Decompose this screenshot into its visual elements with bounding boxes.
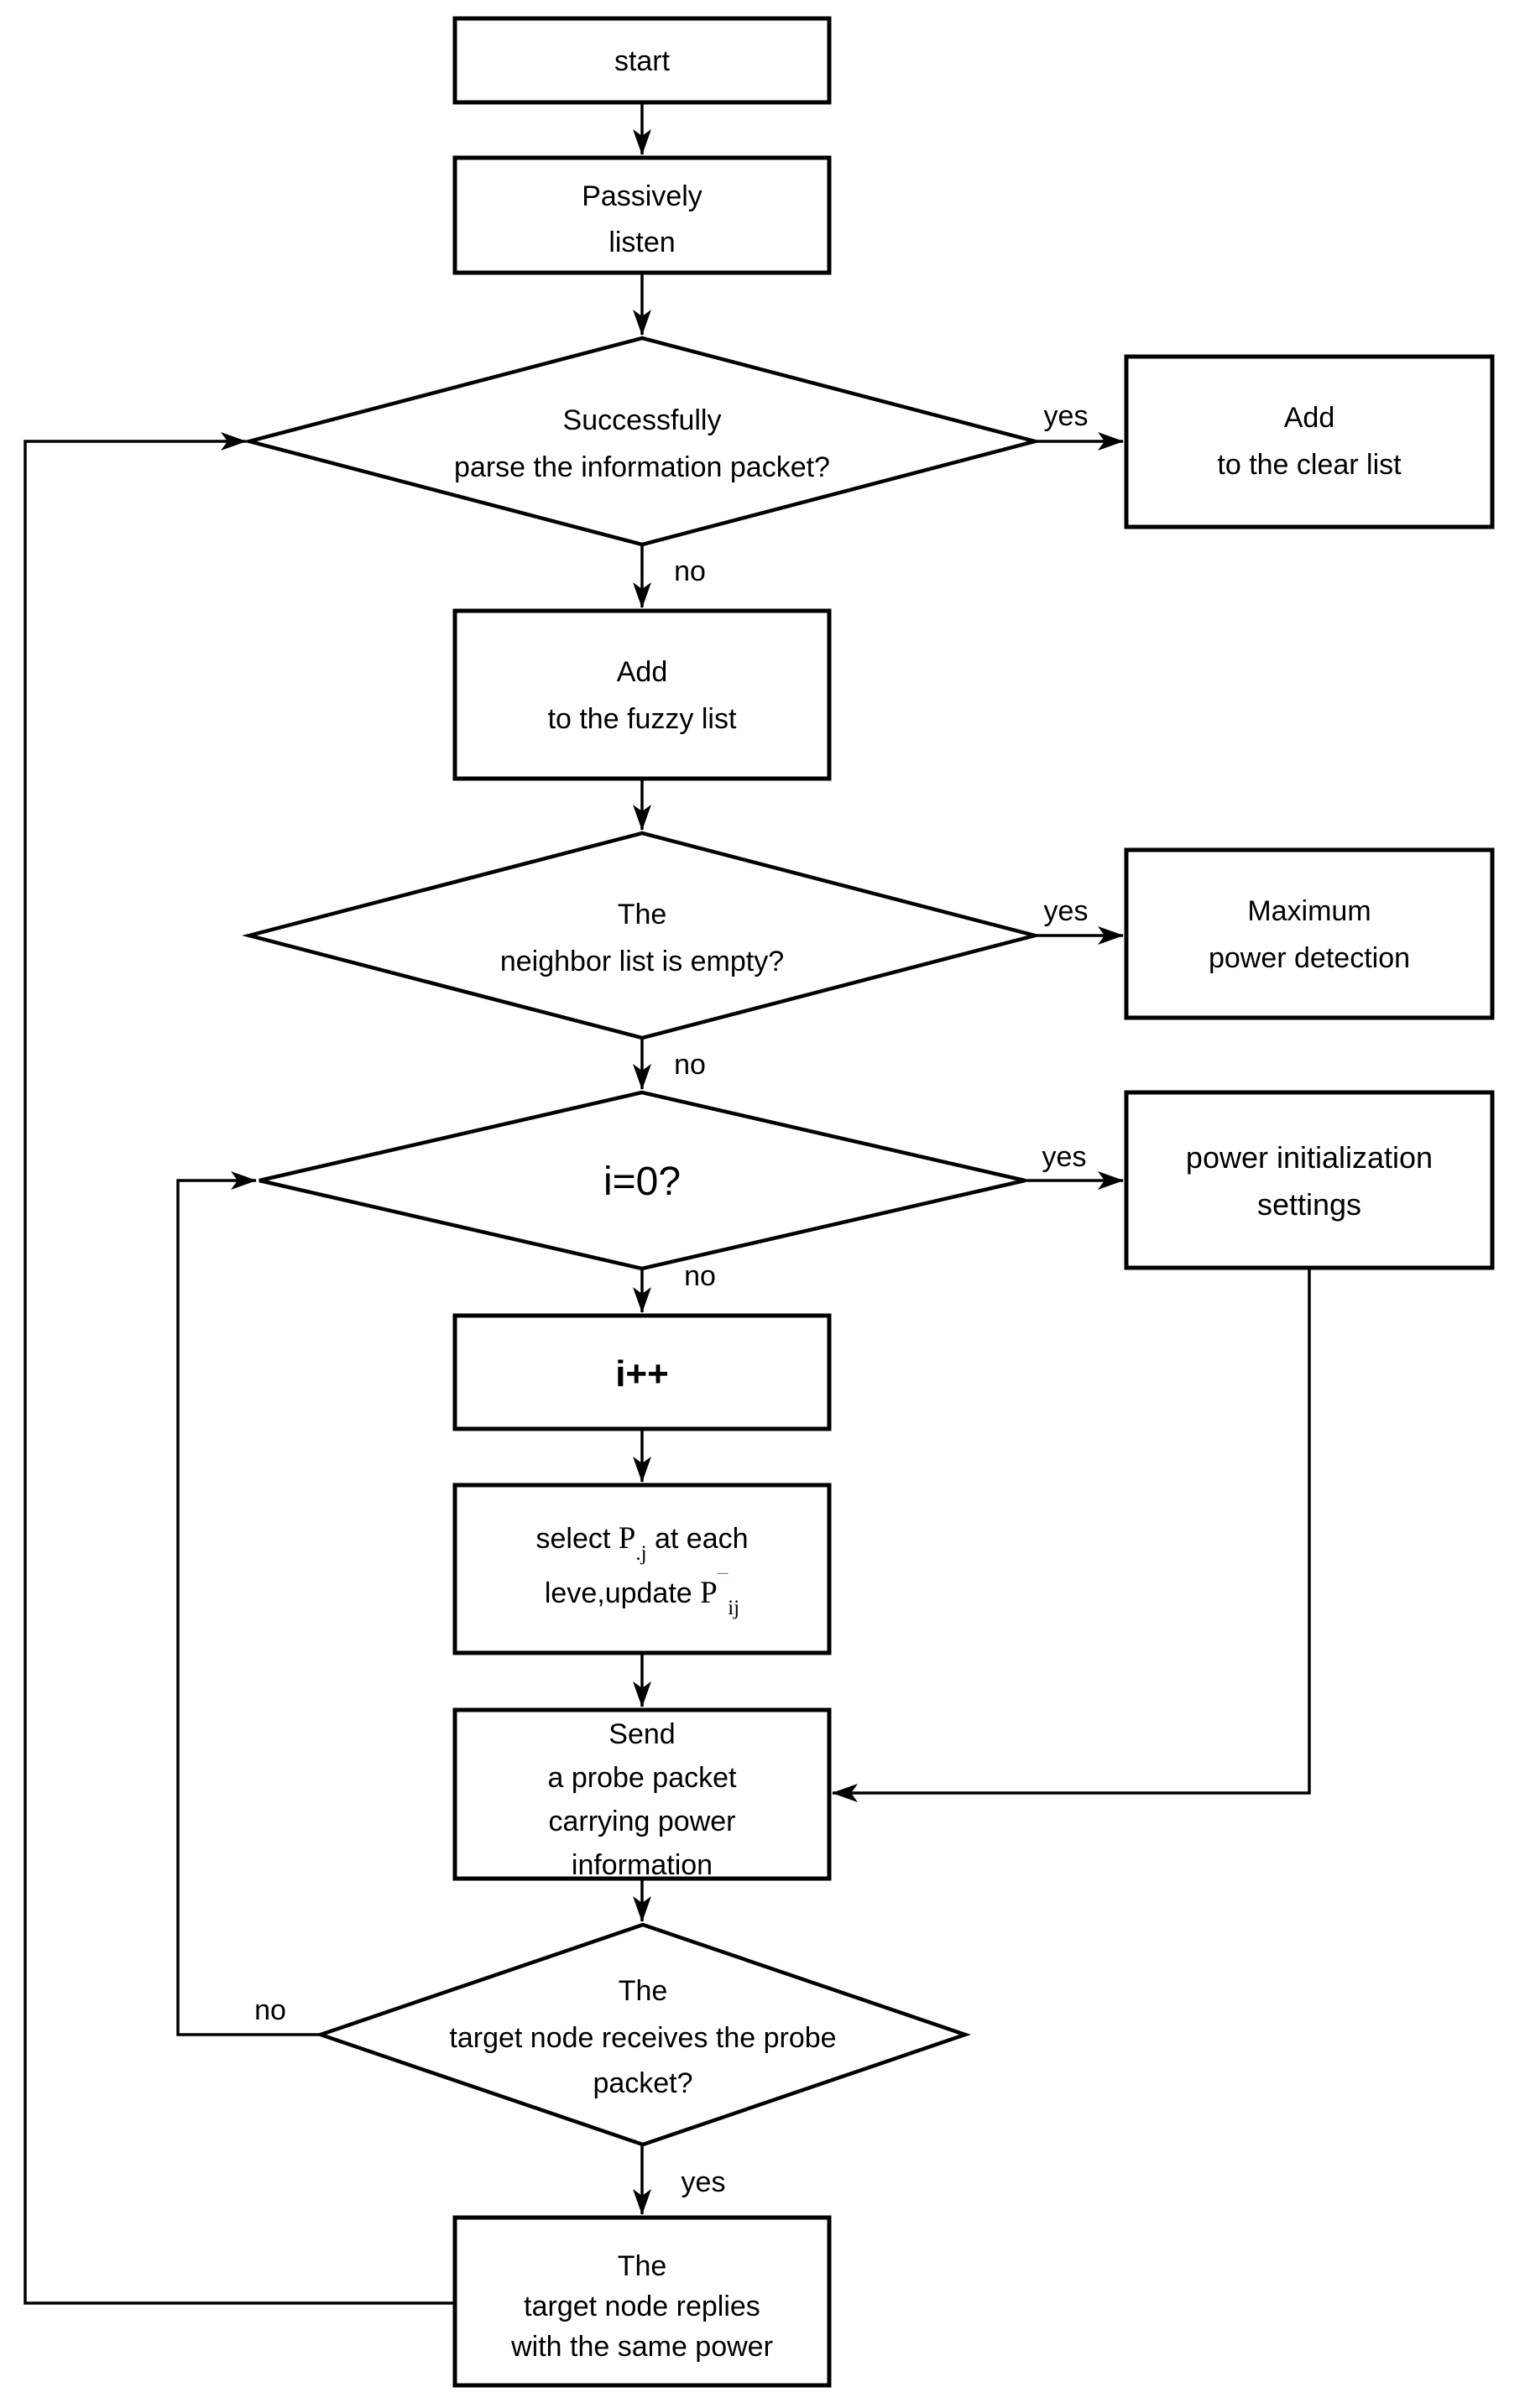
node-add-clear-list-line-1: Add [1284,402,1335,434]
edge-init-to-send-loop [832,1268,1311,1802]
flowchart-edge-labels: yes no yes no yes no no yes [254,400,1088,2198]
node-passively-listen-line-1: Passively [582,180,702,212]
node-target-receives-decision-line-2: target node receives the probe [449,2022,836,2054]
node-power-init-settings-line-1: power initialization [1186,1140,1433,1175]
node-select-power-level-line-2: leve,update P¯ij [545,1571,739,1619]
node-add-fuzzy-list-line-1: Add [617,656,668,688]
node-send-probe-packet-line-1: Send [608,1718,675,1750]
edge-replies-to-parse-loop [24,432,455,2305]
node-passively-listen-line-2: listen [608,227,675,258]
node-send-probe-packet-line-4: information [572,1849,713,1881]
edge-receives-no-to-izero-loop [176,1171,321,2036]
label-no-izero: no [684,1260,716,1292]
node-parse-packet-decision [242,336,1042,547]
label-yes-parse: yes [1044,400,1089,432]
node-target-replies-line-2: target node replies [524,2291,760,2322]
node-max-power-detection-line-2: power detection [1209,942,1410,974]
node-select-power-level-line-1: select P.j at each [535,1521,748,1565]
node-add-clear-list-line-2: to the clear list [1217,449,1402,481]
node-send-probe-packet-line-3: carrying power [549,1806,736,1837]
node-add-fuzzy-list-line-2: to the fuzzy list [548,703,737,735]
node-start-line-1: start [614,45,671,77]
node-target-receives-decision-line-3: packet? [593,2067,692,2099]
node-add-fuzzy-list [452,608,832,781]
node-neighbor-empty-decision-line-1: The [618,899,667,930]
node-target-receives-decision-line-1: The [619,1975,668,2007]
node-parse-packet-decision-line-1: Successfully [563,404,722,436]
label-no-receives: no [254,1994,286,2026]
node-start [452,16,832,105]
label-yes-izero: yes [1042,1141,1087,1173]
flowchart-edges [24,102,1311,2305]
node-neighbor-empty-decision [242,831,1042,1040]
node-add-clear-list [1124,354,1495,529]
node-power-init-settings [1124,1090,1495,1270]
node-target-receives-decision [315,1922,971,2147]
node-send-probe-packet [452,1707,832,1881]
node-send-probe-packet-line-2: a probe packet [548,1762,737,1794]
node-passively-listen [452,155,832,275]
node-target-replies [452,2215,832,2388]
node-parse-packet-decision-line-2: parse the information packet? [454,451,830,483]
label-yes-neighbor: yes [1044,895,1089,927]
label-yes-receives: yes [682,2166,726,2198]
node-target-replies-line-1: The [618,2250,667,2282]
node-neighbor-empty-decision-line-2: neighbor list is empty? [500,946,784,977]
node-max-power-detection-line-1: Maximum [1247,895,1371,927]
label-no-neighbor: no [674,1049,706,1081]
node-max-power-detection [1124,847,1495,1020]
label-no-parse: no [674,555,706,587]
node-target-replies-line-3: with the same power [510,2331,773,2363]
node-i-increment [452,1313,832,1431]
node-select-power-level [452,1483,832,1655]
node-i-zero-decision [259,1090,1026,1271]
node-power-init-settings-line-2: settings [1257,1187,1361,1222]
node-i-zero-decision-line-1: i=0? [603,1160,681,1204]
node-i-increment-line-1: i++ [615,1353,669,1394]
